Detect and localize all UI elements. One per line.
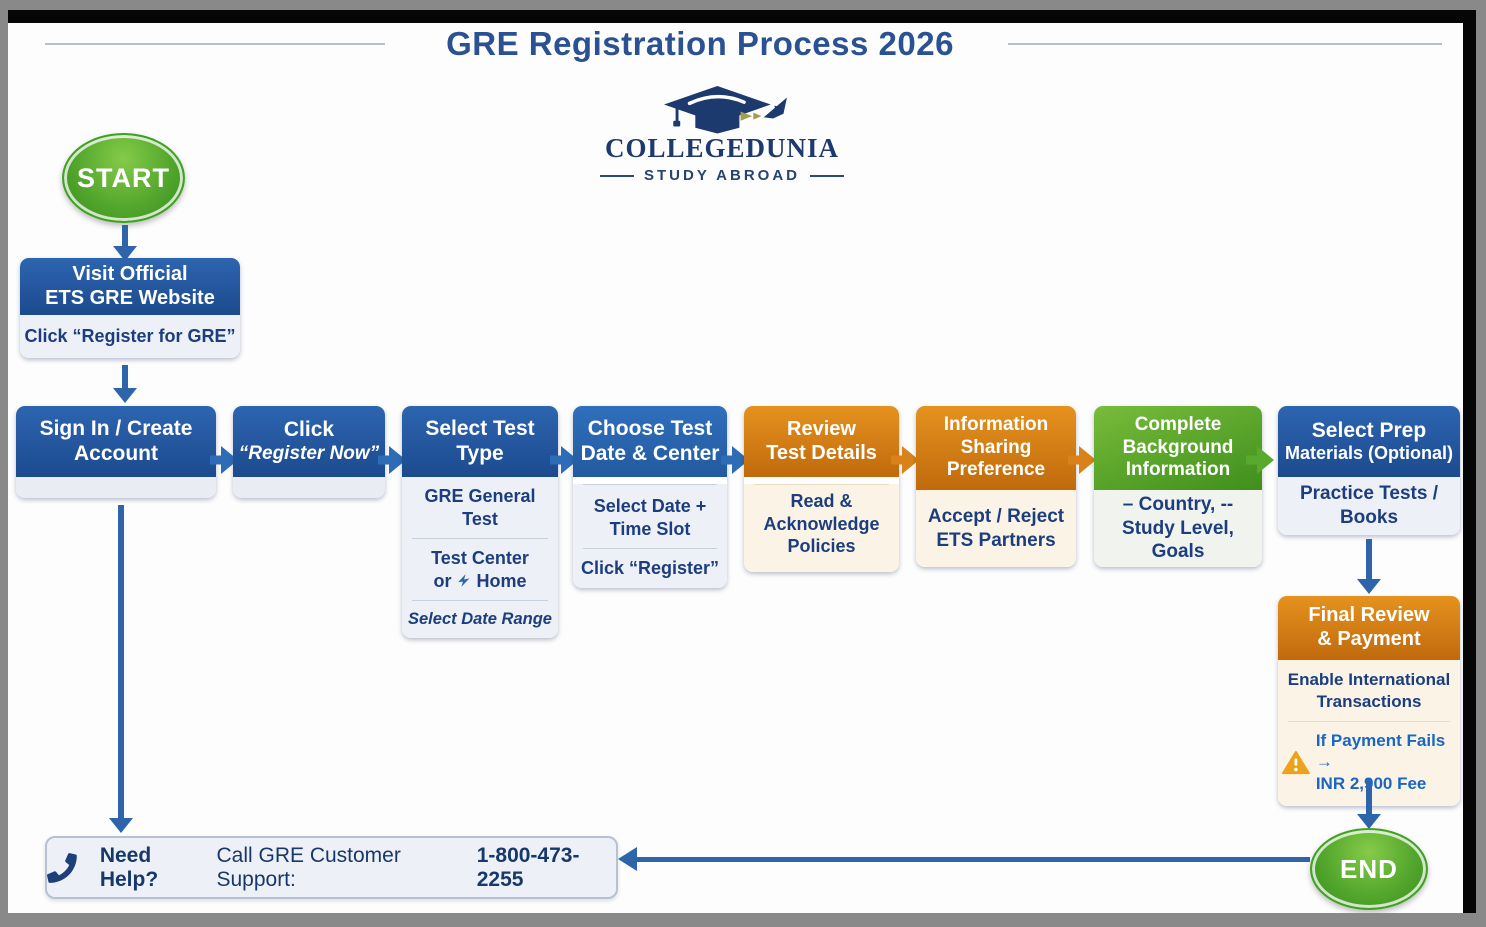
step-sign-in: Sign In / Create Account bbox=[16, 406, 216, 498]
arrow-prep-to-final bbox=[1357, 539, 1381, 594]
step-title-line: Review bbox=[787, 417, 856, 440]
arrow-info-to-background bbox=[1068, 446, 1096, 474]
end-label: END bbox=[1340, 853, 1398, 884]
divider bbox=[754, 484, 889, 485]
tagline-rule-right bbox=[810, 174, 844, 177]
step-title-line: Type bbox=[456, 441, 504, 465]
slot-line: Time Slot bbox=[609, 518, 691, 539]
test-type-item-location: Test Center or Home bbox=[402, 539, 558, 600]
step-title-line: Date & Center bbox=[580, 441, 720, 465]
date-line: Select Date + bbox=[593, 496, 707, 516]
divider bbox=[583, 484, 717, 485]
home-icon bbox=[458, 574, 470, 588]
end-terminal: END bbox=[1310, 828, 1428, 910]
arrow-visit-to-signin bbox=[113, 365, 137, 403]
tagline-rule-left bbox=[599, 174, 634, 177]
step-title-line: Complete bbox=[1134, 414, 1222, 436]
test-type-item-general: GRE General Test bbox=[424, 486, 536, 529]
step-title-line: Account bbox=[74, 441, 158, 465]
step-prep-materials: Select Prep Materials (Optional) Practic… bbox=[1278, 406, 1460, 535]
step-title-line: ETS GRE Website bbox=[45, 286, 215, 309]
study-level-line: Study Level, Goals bbox=[1122, 517, 1234, 563]
warning-icon bbox=[1282, 750, 1310, 774]
page-title: GRE Registration Process 2026 bbox=[446, 25, 954, 62]
brand-name: COLLEGEDUNIA bbox=[604, 133, 840, 163]
step-info-sharing: Information Sharing Preference Accept / … bbox=[916, 406, 1076, 567]
brand-tagline: STUDY ABROAD bbox=[643, 167, 800, 184]
step-final-payment: Final Review & Payment Enable Internatio… bbox=[1278, 596, 1460, 806]
prep-item: Practice Tests / Books bbox=[1299, 483, 1438, 528]
enable-line2: Transactions bbox=[1316, 692, 1422, 712]
step-title-line: Sharing bbox=[960, 436, 1032, 458]
background-item: – Country, -- Study Level, Goals bbox=[1094, 493, 1262, 564]
enable-transactions-item: Enable International Transactions bbox=[1278, 660, 1460, 721]
arrow-signin-to-help bbox=[109, 505, 133, 833]
step-footer-strip bbox=[16, 477, 216, 498]
step-choose-date-center: Choose Test Date & Center Select Date + … bbox=[573, 406, 727, 588]
step-title-line: Materials (Optional) bbox=[1284, 443, 1454, 464]
divider bbox=[583, 548, 717, 549]
step-title-line: Visit Official bbox=[72, 262, 188, 285]
step-visit-website: Visit Official ETS GRE Website Click “Re… bbox=[20, 258, 240, 358]
country-line: – Country, -- bbox=[1122, 493, 1234, 515]
help-text: Call GRE Customer Support: bbox=[216, 843, 401, 891]
step-title-line: Information bbox=[943, 414, 1049, 436]
step-background-info: Complete Background Information – Countr… bbox=[1094, 406, 1262, 567]
help-phone-number: 1-800-473-2255 bbox=[476, 843, 580, 891]
title-rule-right bbox=[1008, 43, 1442, 45]
divider bbox=[412, 600, 548, 601]
test-type-item-daterange: Select Date Range bbox=[408, 610, 552, 628]
or-text: or bbox=[433, 570, 452, 591]
click-register-item: Click “Register” bbox=[580, 558, 720, 578]
step-title-line: Select Prep bbox=[1311, 418, 1427, 442]
step-title-line: & Payment bbox=[1317, 628, 1421, 650]
step-footer-strip bbox=[233, 477, 385, 498]
step-title-line: Test Details bbox=[766, 441, 877, 464]
step-title-line: “Register Now” bbox=[238, 442, 380, 464]
step-review-details: Review Test Details Read & Acknowledge P… bbox=[744, 406, 899, 572]
start-terminal: START bbox=[62, 133, 185, 223]
help-label: Need Help? bbox=[99, 843, 159, 891]
payment-fails-line: If Payment Fails → bbox=[1315, 731, 1446, 772]
divider bbox=[412, 538, 548, 539]
ets-partners-line: ETS Partners bbox=[936, 529, 1056, 551]
poster-canvas: GRE Registration Process 2026 COLLEGEDUN… bbox=[8, 10, 1476, 913]
step-action: Click “Register for GRE” bbox=[20, 315, 240, 358]
divider bbox=[1288, 721, 1450, 723]
arrow-final-to-end bbox=[1357, 779, 1381, 829]
date-slot-item: Select Date + Time Slot bbox=[573, 487, 727, 548]
enable-line1: Enable International bbox=[1287, 670, 1451, 689]
step-title-line: Preference bbox=[946, 459, 1046, 481]
info-sharing-item: Accept / Reject ETS Partners bbox=[916, 505, 1076, 553]
accept-reject-line: Accept / Reject bbox=[927, 505, 1065, 527]
step-title-line: Final Review bbox=[1308, 604, 1430, 627]
start-label: START bbox=[77, 162, 170, 193]
step-title-line: Sign In / Create bbox=[39, 416, 193, 440]
phone-icon bbox=[47, 852, 77, 883]
connector-end-to-help bbox=[637, 857, 1310, 862]
arrow-review-to-info bbox=[891, 446, 919, 474]
step-title-line: Information bbox=[1125, 459, 1231, 481]
arrow-background-to-prep bbox=[1246, 446, 1274, 474]
step-title-line: Select Test bbox=[425, 416, 535, 440]
arrow-register-to-testtype bbox=[378, 446, 406, 474]
step-title-line: Background bbox=[1122, 436, 1234, 458]
arrow-start-to-visit bbox=[113, 225, 137, 261]
step-select-test-type: Select Test Type GRE General Test Test C… bbox=[402, 406, 558, 638]
help-banner: Need Help? Call GRE Customer Support: 1-… bbox=[45, 836, 618, 899]
step-register-now: Click “Register Now” bbox=[233, 406, 385, 498]
test-center-text: Test Center bbox=[431, 548, 529, 568]
graduation-cap-plane-icon bbox=[664, 85, 787, 134]
title-rule-left bbox=[45, 43, 385, 45]
brand-logo: COLLEGEDUNIA STUDY ABROAD bbox=[522, 79, 922, 184]
connector-arrowhead-left bbox=[618, 847, 637, 871]
review-policies-item: Read & Acknowledge Policies bbox=[763, 491, 880, 556]
home-text: Home bbox=[476, 570, 527, 591]
step-title-line: Click bbox=[283, 417, 335, 441]
step-title-line: Choose Test bbox=[587, 416, 713, 440]
